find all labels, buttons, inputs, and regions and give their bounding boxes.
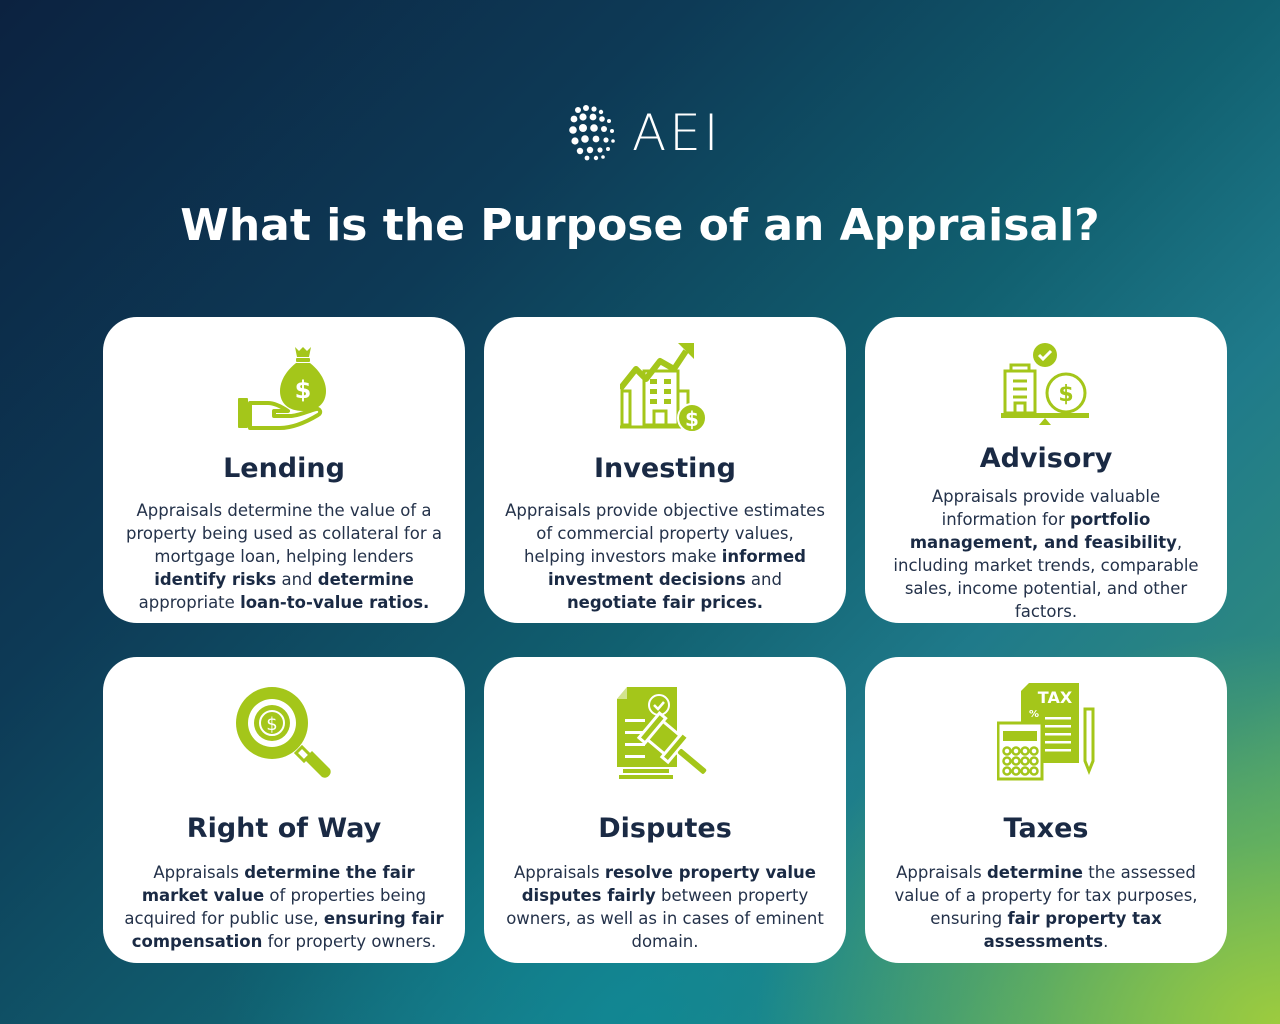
svg-text:TAX: TAX [1038, 688, 1073, 707]
icon-wrap: $ [236, 681, 332, 781]
svg-text:$: $ [295, 376, 312, 404]
icon-wrap [613, 681, 717, 781]
icon-wrap: $ [1001, 337, 1091, 425]
body-text: . [1103, 932, 1109, 951]
body-text: the assessed value of a property for tax… [894, 863, 1198, 928]
card-advisory: $ Advisory Appraisals provide valuable i… [865, 317, 1227, 623]
logo-text: AEI [632, 104, 722, 162]
emphasis-text: loan-to-value ratios. [240, 593, 430, 612]
card-description: Appraisals determine the assessed value … [865, 861, 1227, 953]
svg-text:$: $ [1058, 382, 1073, 407]
icon-wrap: TAX % [997, 681, 1095, 781]
body-text: Appraisals [896, 863, 987, 882]
svg-text:$: $ [685, 407, 699, 431]
card-title: Lending [223, 453, 345, 484]
card-title: Investing [594, 453, 736, 484]
emphasis-text: ensuring fair compensation [131, 909, 444, 951]
card-title: Disputes [598, 813, 732, 844]
icon-wrap: $ [238, 337, 330, 433]
body-text: Appraisals provide objective estimates o… [505, 501, 825, 566]
dotted-globe-icon [569, 105, 615, 161]
card-title: Taxes [1003, 813, 1089, 844]
card-description: Appraisals determine the value of a prop… [103, 499, 465, 614]
body-text: and [745, 570, 782, 589]
body-text: and [276, 570, 318, 589]
building-growth-icon: $ [620, 343, 707, 433]
card-lending: $ Lending Appraisals determine the value… [103, 317, 465, 623]
money-bag-hand-icon: $ [238, 347, 326, 430]
card-right-of-way: $ Right of Way Appraisals determine the … [103, 657, 465, 963]
emphasis-text: determine [987, 863, 1084, 882]
body-text: of properties being acquired for public … [124, 886, 427, 928]
body-text: appropriate [138, 593, 241, 612]
emphasis-text: informed investment decisions [548, 547, 806, 589]
emphasis-text: fair property tax assessments [983, 909, 1162, 951]
body-text: for property owners. [262, 932, 437, 951]
magnifier-dollar-icon: $ [236, 687, 331, 778]
card-disputes: Disputes Appraisals resolve property val… [484, 657, 846, 963]
page-title: What is the Purpose of an Appraisal? [180, 200, 1100, 251]
svg-text:%: % [1029, 709, 1039, 720]
body-text: Appraisals determine the value of a prop… [126, 501, 442, 566]
logo: AEI [568, 104, 722, 162]
card-title: Right of Way [186, 813, 382, 844]
body-text: Appraisals provide valuable information … [931, 487, 1161, 529]
svg-text:$: $ [266, 714, 277, 735]
tax-calculator-icon: TAX % [997, 683, 1095, 781]
emphasis-text: determine the fair market value [141, 863, 415, 905]
emphasis-text: determine [317, 570, 414, 589]
gavel-document-icon [617, 687, 709, 779]
card-taxes: TAX % Taxes Appraisals determine the ass… [865, 657, 1227, 963]
card-title: Advisory [979, 443, 1113, 474]
card-description: Appraisals resolve property value disput… [484, 861, 846, 953]
body-text: Appraisals [514, 863, 605, 882]
icon-wrap: $ [620, 337, 710, 433]
card-investing: $ Investing Appraisals provide objective… [484, 317, 846, 623]
card-description: Appraisals provide objective estimates o… [484, 499, 846, 614]
card-description: Appraisals provide valuable information … [865, 485, 1227, 623]
body-text: Appraisals [153, 863, 245, 882]
emphasis-text: identify risks [154, 570, 277, 589]
emphasis-text: portfolio management, and feasibility [909, 510, 1177, 552]
emphasis-text: negotiate fair prices. [566, 593, 764, 612]
card-description: Appraisals determine the fair market val… [103, 861, 465, 953]
body-text: between property owners, as well as in c… [506, 886, 824, 951]
body-text: , including market trends, comparable sa… [893, 533, 1199, 621]
balance-scale-icon: $ [1001, 343, 1089, 425]
emphasis-text: resolve property value disputes fairly [521, 863, 816, 905]
